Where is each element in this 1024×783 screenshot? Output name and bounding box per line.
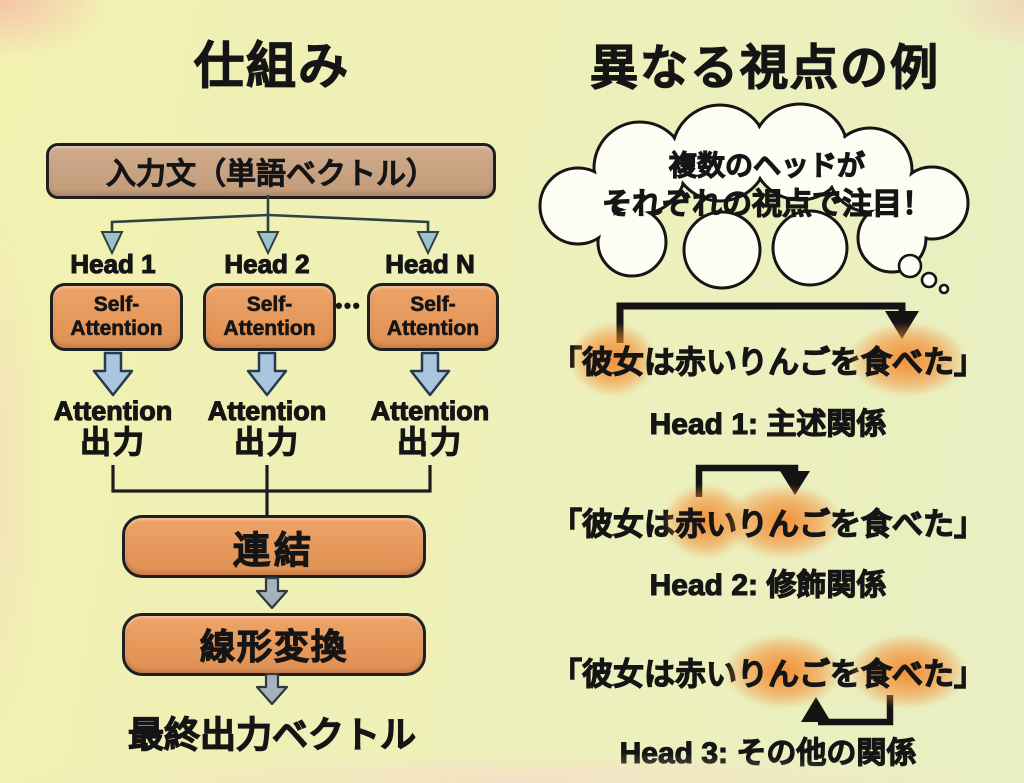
final-output-label: 最終出力ベクトル [127, 713, 416, 755]
self-attention-line1: Self- [93, 293, 140, 317]
attention-output-en: Attention [370, 396, 490, 426]
cloud-caption-line1: 複数のヘッドが [668, 149, 865, 181]
head-1-output-label: Attention 出力 [33, 396, 193, 461]
attention-output-jp: 出力 [79, 425, 146, 461]
self-attention-line2: Attention [70, 317, 163, 341]
sentence-segment: 「彼女は [550, 506, 675, 542]
linear-transform-box: 線形変換 [122, 613, 426, 676]
example-1-head-label: Head 1: 主述関係 [649, 407, 887, 441]
relation-arrow-head2-icon [695, 464, 810, 497]
right-section-title: 異なる視点の例 [589, 41, 940, 95]
down-block-arrow-icon [255, 577, 289, 609]
head-n-output-label: Attention 出力 [350, 396, 510, 461]
head-n-self-attention-box: Self- Attention [367, 283, 499, 351]
linear-transform-label: 線形変換 [199, 627, 348, 667]
sentence-segment: 」 [953, 344, 985, 380]
head-n-label: Head N [385, 248, 476, 279]
highlighted-word: 彼女 [581, 337, 644, 382]
head-2-label: Head 2 [224, 248, 310, 279]
attention-output-en: Attention [207, 396, 327, 426]
down-block-arrow-icon [409, 351, 451, 397]
head-1-label: Head 1 [70, 248, 156, 279]
cloud-caption: 複数のヘッドが それぞれの視点で注目！ [552, 148, 982, 225]
self-attention-line2: Attention [223, 317, 316, 341]
input-sentence-box: 入力文（単語ベクトル） [46, 143, 496, 199]
concat-label: 連結 [232, 529, 315, 571]
self-attention-line2: Attention [386, 317, 480, 341]
example-3-head-label: Head 3: その他の関係 [619, 736, 917, 770]
sentence-segment: 「彼女は赤い [550, 656, 737, 692]
attention-output-en: Attention [53, 396, 173, 426]
example-2-head-label: Head 2: 修飾関係 [649, 568, 887, 602]
down-block-arrow-icon [246, 351, 288, 397]
highlighted-word: りんご [736, 499, 830, 544]
example-2-sentence: 「彼女は赤いりんごを食べた」 [512, 499, 1024, 544]
attention-output-jp: 出力 [233, 425, 300, 461]
highlighted-word: 食べた [860, 337, 954, 382]
branch-arrows-icon [100, 195, 440, 255]
head-1-self-attention-box: Self- Attention [50, 283, 183, 351]
thought-bubble-dots-icon [897, 253, 950, 295]
highlighted-word: りんご [736, 649, 830, 694]
self-attention-line1: Self- [246, 293, 293, 317]
sentence-segment: を食べた」 [829, 506, 985, 542]
attention-output-jp: 出力 [396, 425, 463, 461]
sentence-segment: は赤いりんごを [643, 344, 861, 380]
head-2-self-attention-box: Self- Attention [203, 283, 336, 351]
down-block-arrow-icon [255, 673, 289, 705]
merge-bracket-icon [111, 465, 432, 516]
left-section-title: 仕組み [193, 37, 350, 94]
example-3-sentence: 「彼女は赤いりんごを食べた」 [512, 649, 1024, 694]
thought-cloud [538, 102, 970, 295]
head-2-output-label: Attention 出力 [187, 396, 347, 461]
cloud-caption-line2: それぞれの視点で注目！ [601, 187, 932, 221]
down-block-arrow-icon [92, 351, 134, 397]
self-attention-line1: Self- [410, 293, 456, 317]
ellipsis-icon: ••• [334, 293, 362, 318]
sentence-segment: 」 [953, 656, 985, 692]
highlighted-word: 食べた [860, 649, 954, 694]
input-sentence-label: 入力文（単語ベクトル） [106, 158, 437, 192]
example-1-sentence: 「彼女は赤いりんごを食べた」 [512, 337, 1024, 382]
concat-box: 連結 [122, 515, 426, 578]
